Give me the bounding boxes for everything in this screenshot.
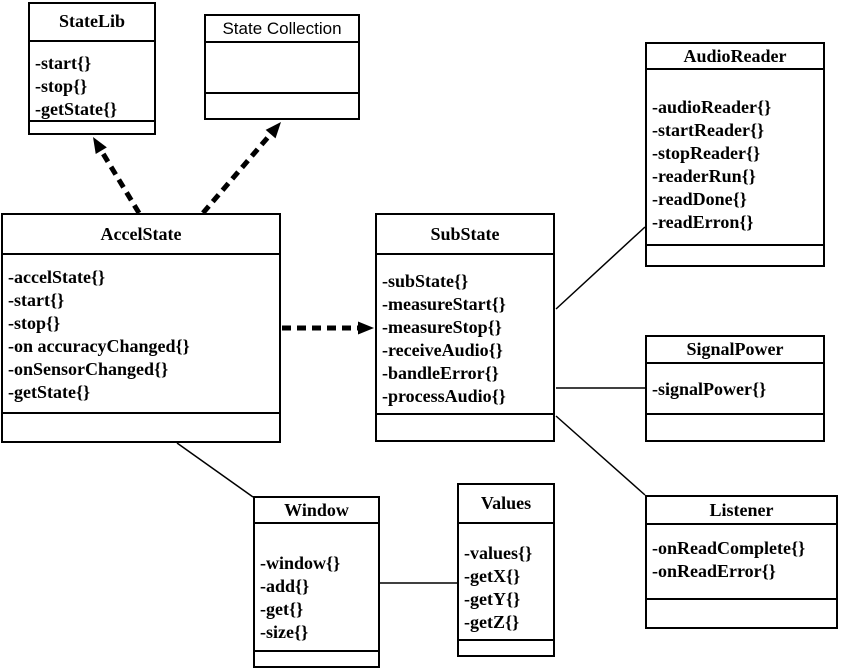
class-attribute: -start{} (35, 52, 92, 73)
class-attribute: -readerRun{} (652, 166, 756, 186)
class-attribute: -getZ{} (464, 612, 520, 632)
class-title-statelib: StateLib (30, 4, 154, 42)
class-empty-section (3, 412, 279, 441)
class-attributes-substate: -subState{} -measureStart{} -measureStop{}… (377, 255, 553, 413)
class-box-values: Values -values{} -getX{} -getY{} -getZ{} (457, 483, 555, 657)
class-attribute: -getState{} (35, 98, 118, 119)
class-attributes-state-collection (206, 43, 358, 92)
class-attributes-signalpower: -signalPower{} (647, 364, 823, 413)
relation-arrowhead (265, 122, 281, 139)
class-attribute: -onReadError{} (652, 561, 776, 581)
class-box-listener: Listener -onReadComplete{} -onReadError{} (645, 495, 838, 629)
class-title-listener: Listener (647, 497, 836, 525)
class-empty-section (459, 639, 553, 655)
class-attributes-statelib: -start{}-stop{}-getState{} (30, 42, 154, 120)
class-empty-section (647, 244, 823, 265)
class-attribute: -values{} (464, 543, 533, 563)
class-box-state-collection: State Collection (204, 14, 360, 120)
class-attribute: -size{} (260, 622, 309, 642)
class-attribute: -readDone{} (652, 189, 747, 209)
class-attributes-values: -values{} -getX{} -getY{} -getZ{} (459, 524, 553, 639)
class-attribute: -stop{} (35, 75, 88, 96)
class-attribute: -measureStart{} (382, 294, 506, 314)
class-attribute: -subState{} (382, 271, 469, 291)
class-box-substate: SubState -subState{} -measureStart{} -meas… (375, 213, 555, 442)
class-attribute: -getState{} (8, 382, 91, 402)
class-attributes-audioreader: -audioReader{} -startReader{} -stopReader{… (647, 70, 823, 244)
class-empty-section (206, 92, 358, 118)
class-box-window: Window -window{} -add{} -get{} -size{} (253, 496, 380, 668)
class-box-audioreader: AudioReader -audioReader{} -startReader{}… (645, 42, 825, 267)
class-attribute: -startReader{} (652, 120, 765, 140)
relation-arrowhead (358, 321, 374, 335)
class-empty-section (377, 413, 553, 440)
relation-line-accelstate-window (176, 442, 254, 498)
class-attribute: -audioReader{} (652, 97, 772, 117)
relation-line-accelstate-statelib (97, 145, 142, 215)
class-attribute: -add{} (260, 576, 310, 596)
relation-arrowhead (93, 137, 107, 155)
relation-line-substate-listener (555, 415, 646, 496)
class-box-signalpower: SignalPower -signalPower{} (645, 335, 825, 442)
class-attribute: -onSensorChanged{} (8, 359, 169, 379)
class-empty-section (647, 598, 836, 627)
class-box-accelstate: AccelState -accelState{}-start{}-stop{}-… (1, 213, 281, 443)
class-title-values: Values (459, 485, 553, 524)
relation-line-accelstate-state-collection (201, 129, 276, 215)
class-title-accelstate: AccelState (3, 215, 279, 255)
class-attribute: -onReadComplete{} (652, 538, 806, 558)
class-attribute: -measureStop{} (382, 317, 502, 337)
class-title-audioreader: AudioReader (647, 44, 823, 70)
class-empty-section (647, 413, 823, 440)
class-title-state-collection: State Collection (206, 16, 358, 43)
class-attribute: -getY{} (464, 589, 521, 609)
class-attribute: -processAudio{} (382, 386, 506, 406)
class-attributes-window: -window{} -add{} -get{} -size{} (255, 524, 378, 650)
class-attributes-accelstate: -accelState{} -start{} -stop{} -on accuracy… (3, 255, 279, 412)
class-title-window: Window (255, 498, 378, 524)
class-attribute: -signalPower{} (652, 379, 767, 399)
class-attribute: -window{} (260, 553, 341, 573)
class-empty-section (30, 120, 154, 133)
class-attribute: -on accuracyChanged{} (8, 336, 190, 356)
class-title-signalpower: SignalPower (647, 337, 823, 364)
class-attributes-listener: -onReadComplete{} -onReadError{} (647, 525, 836, 598)
class-attribute: -accelState{} (8, 267, 106, 287)
class-attribute: -receiveAudio{} (382, 340, 503, 360)
class-attribute: -start{} (8, 290, 65, 310)
class-attribute: -bandleError{} (382, 363, 499, 383)
class-box-statelib: StateLib -start{}-stop{}-getState{} (28, 2, 156, 135)
class-attribute: -getX{} (464, 566, 521, 586)
class-attribute: -readErron{} (652, 212, 754, 232)
class-empty-section (255, 650, 378, 666)
relation-line-substate-audioreader (555, 226, 646, 310)
class-attribute: -get{} (260, 599, 304, 619)
class-attribute: -stop{} (8, 313, 61, 333)
class-attribute: -stopReader{} (652, 143, 761, 163)
class-title-substate: SubState (377, 215, 553, 255)
